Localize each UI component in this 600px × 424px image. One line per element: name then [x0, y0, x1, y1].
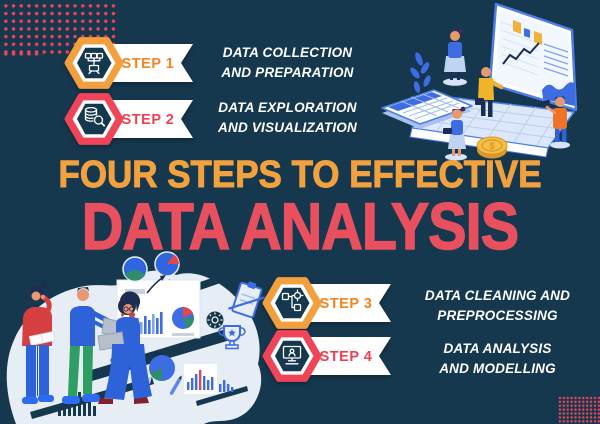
step-3-badge: STEP 3: [262, 277, 391, 329]
step-2-desc-line-2: AND VISUALIZATION: [218, 120, 357, 135]
screen-line-chart: [502, 42, 540, 65]
screen-area-chart: [542, 82, 575, 106]
step-2-badge: STEP 2: [64, 93, 193, 145]
person-with-telescope: [538, 96, 570, 149]
data-cleaning-icon: [281, 289, 304, 312]
screen-blue-bar: [524, 28, 530, 38]
step-4-description: DATA ANALYSIS AND MODELLING: [410, 339, 585, 379]
person-with-notebook: [443, 106, 467, 161]
step-1-description: DATA COLLECTION AND PREPARATION: [200, 43, 375, 83]
svg-text:$: $: [489, 141, 494, 151]
title-line-2: DATA ANALYSIS: [81, 188, 520, 264]
illustration-team-charts: [6, 251, 266, 424]
illustration-laptop-analytics: $: [381, 2, 578, 161]
dollar-coin: $: [476, 136, 508, 159]
step-2-ribbon: [94, 100, 193, 138]
screen-text-lines: [543, 43, 569, 77]
screen-gold-bar-2: [534, 31, 542, 45]
clipboard: [228, 281, 266, 319]
step-1-desc-line-2: AND PREPARATION: [221, 65, 354, 80]
step-3-desc-line-1: DATA CLEANING AND: [424, 288, 571, 303]
person-standing-left: [443, 28, 467, 86]
person-red-sweater: [22, 282, 56, 404]
step-1-label: STEP 1: [122, 56, 175, 72]
step-3-label: STEP 3: [320, 296, 373, 312]
floating-pie-charts: [122, 251, 180, 294]
step-4-badge: STEP 4: [262, 330, 391, 382]
step-4-desc-line-1: DATA ANALYSIS: [443, 341, 552, 356]
step-3-description: DATA CLEANING AND PREPROCESSING: [410, 286, 585, 326]
person-on-keyboard: [475, 66, 504, 117]
data-exploration-icon: [84, 106, 106, 127]
step-4-desc-line-2: AND MODELLING: [439, 361, 556, 376]
laptop-screen: [488, 2, 578, 112]
step-2-description: DATA EXPLORATION AND VISUALIZATION: [200, 98, 375, 138]
step-2-desc-line-1: DATA EXPLORATION: [218, 100, 357, 115]
pencil-2: [169, 375, 182, 395]
data-collection-icon: [84, 52, 104, 75]
step-4-ribbon: [292, 337, 391, 375]
step-3-desc-line-2: PREPROCESSING: [437, 308, 558, 323]
dot-pattern-bottom-right: [558, 396, 600, 424]
spreadsheet: [381, 89, 473, 129]
screen-gold-bar: [513, 20, 521, 34]
trophy: [218, 325, 246, 350]
person-woman-blue-dress: [97, 291, 152, 404]
dark-bar-chart: [58, 392, 96, 416]
dot-pattern-top-left-extra: [2, 50, 43, 59]
whiteboard-pie-chart: [172, 306, 195, 329]
bar-chart-card: [184, 364, 234, 394]
gear-badge: [206, 311, 224, 329]
step-4-label: STEP 4: [320, 349, 373, 365]
step-3-ribbon: [292, 284, 391, 322]
step-1-ribbon: [94, 44, 193, 82]
step-2-label: STEP 2: [122, 112, 175, 128]
data-modelling-icon: [282, 345, 302, 365]
step-1-desc-line-1: DATA COLLECTION: [222, 45, 353, 60]
title-line-1: FOUR STEPS TO EFFECTIVE: [58, 154, 542, 197]
step-1-badge: STEP 1: [64, 37, 193, 89]
